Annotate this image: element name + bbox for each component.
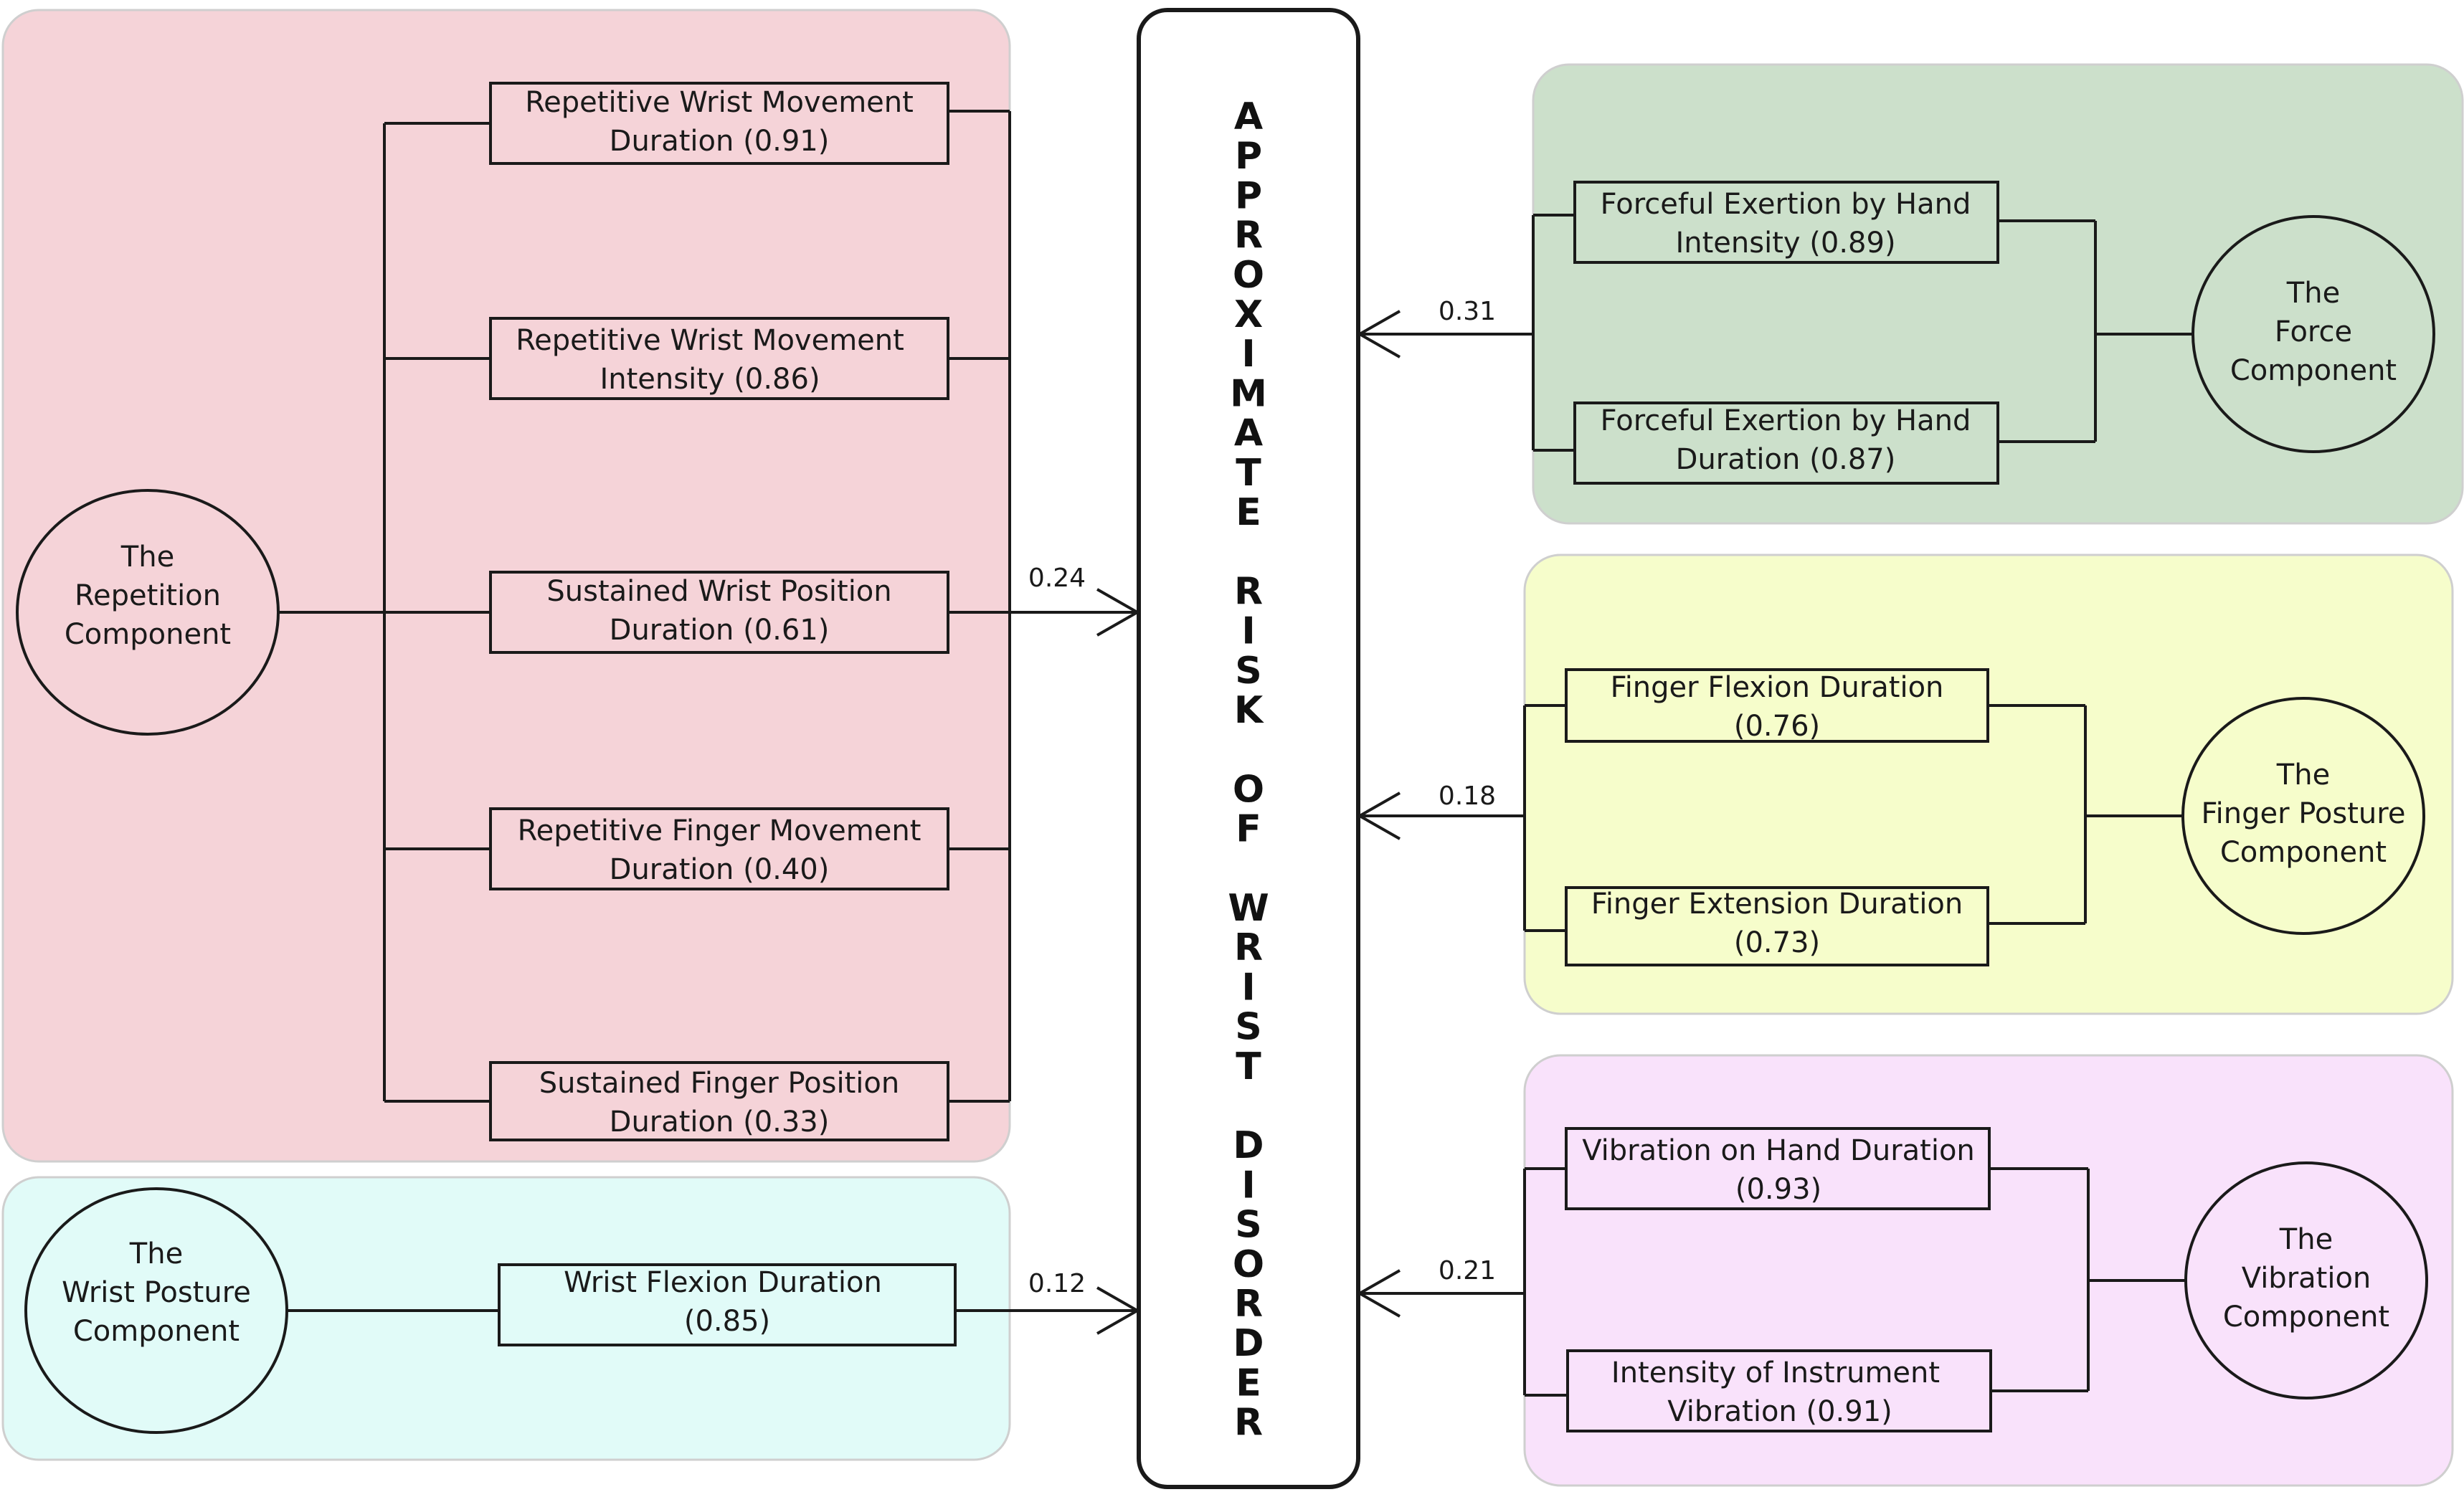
factor-box [489,82,949,165]
risk-title-letter: D [1233,1124,1264,1167]
risk-title-letter: D [1233,1322,1264,1365]
risk-title-letter: I [1241,333,1255,376]
factor-box [1573,401,1999,485]
finger-posture-component-label-1: The [2276,759,2330,792]
factor-label: (0.93) [1735,1173,1821,1206]
factor-box [1573,181,1999,264]
factor-label: Duration (0.87) [1676,443,1896,476]
factor-label: Duration (0.33) [610,1106,830,1139]
factor-box [489,317,949,400]
factor-label: Intensity (0.86) [600,363,820,396]
risk-title-letter: R [1234,1283,1263,1326]
risk-title-letter: I [1241,610,1255,653]
risk-title-letter: O [1233,1243,1264,1286]
factor-box [1565,1127,1991,1210]
finger-posture-component-circle [2181,697,2425,935]
vibration-component-label-1: The [2279,1223,2333,1256]
risk-title-letter: K [1234,689,1264,732]
wrist-posture-connectors [287,1286,1141,1335]
factor-box [489,571,949,654]
factor-box [1565,886,1989,966]
risk-title-letter: F [1236,808,1261,851]
factor-label: Duration (0.91) [610,125,830,158]
risk-title-letter: R [1234,570,1263,613]
factor-label: Sustained Finger Position [539,1067,899,1100]
vibration-component-label-2: Vibration [2242,1262,2371,1295]
vibration-connectors [1356,1167,2186,1397]
risk-title-letter: P [1235,135,1262,178]
finger-posture-component-label-2: Finger Posture [2202,797,2406,830]
force-component-label-3: Component [2230,354,2397,387]
factor-box [489,1061,949,1141]
wrist-posture-component-circle [24,1187,288,1434]
factor-label: Finger Flexion Duration [1611,671,1944,704]
risk-title-letter: M [1230,372,1267,415]
factor-label: Repetitive Wrist Movement [525,86,914,119]
wrist-posture-weight: 0.12 [1028,1269,1086,1298]
risk-title-letter: E [1236,491,1261,534]
factor-label: Vibration (0.91) [1667,1395,1892,1428]
factor-label: Duration (0.61) [610,614,830,647]
risk-title-letter: I [1241,1164,1255,1207]
finger-posture-weight: 0.18 [1439,781,1496,811]
risk-title-letter: S [1235,1006,1261,1049]
factor-label: Forceful Exertion by Hand [1601,404,1971,437]
factor-label: Finger Extension Duration [1591,888,1963,921]
risk-title-letter: W [1228,887,1269,930]
factor-label: Vibration on Hand Duration [1582,1134,1975,1167]
factor-label: Forceful Exertion by Hand [1601,188,1971,221]
factor-label: Intensity (0.89) [1675,227,1895,260]
factor-label: Wrist Flexion Duration [564,1266,882,1299]
repetition-component-label-2: Repetition [75,579,221,612]
risk-title-letter: E [1236,1361,1261,1405]
risk-title-letter: A [1234,95,1263,138]
factor-label: Intensity of Instrument [1611,1356,1940,1389]
factor-label: (0.76) [1734,710,1820,743]
factor-box [498,1263,957,1346]
risk-title-letter: A [1234,412,1263,455]
factor-label: Repetitive Finger Movement [518,814,921,847]
risk-title-letter: R [1234,1402,1263,1445]
repetition-component-circle [16,489,280,736]
risk-output-box [1137,8,1360,1489]
factor-box [1566,1349,1992,1432]
vibration-component-circle [2184,1161,2428,1399]
factor-box [489,807,949,890]
risk-title-letter: X [1234,293,1263,336]
force-component-label-2: Force [2275,315,2352,348]
risk-title-letter: O [1233,768,1264,811]
finger-posture-component-label-3: Component [2220,836,2387,869]
repetition-weight: 0.24 [1028,564,1086,593]
repetition-connectors [278,110,1141,1103]
factor-box [1565,668,1989,743]
repetition-component-label-3: Component [65,618,231,651]
risk-title-letter: T [1236,452,1261,495]
risk-title-letter: T [1236,1045,1261,1088]
wrist-posture-component-label-3: Component [73,1315,240,1348]
factor-label: Sustained Wrist Position [546,575,891,608]
wrist-posture-component-label-2: Wrist Posture [62,1276,251,1309]
vibration-component-label-3: Component [2223,1301,2389,1334]
force-weight: 0.31 [1439,297,1496,326]
risk-title-letter: R [1234,214,1263,257]
risk-title-letter: R [1234,926,1263,969]
factor-label: Repetitive Wrist Movement [516,324,904,357]
risk-title-letter: S [1235,1204,1261,1247]
vibration-weight: 0.21 [1439,1256,1496,1285]
force-connectors [1356,214,2193,452]
wrist-posture-component-label-1: The [129,1237,183,1270]
risk-title-letter: I [1241,966,1255,1009]
finger-posture-connectors [1356,704,2183,932]
factor-label: (0.73) [1734,926,1820,959]
risk-title-letter: P [1235,174,1262,217]
force-component-label-1: The [2286,277,2340,310]
repetition-component-label-1: The [120,541,174,574]
force-component-circle [2191,215,2435,453]
factor-label: Duration (0.40) [610,853,830,886]
risk-title-letter: O [1233,254,1264,297]
factor-label: (0.85) [684,1305,770,1338]
risk-title-letter: S [1235,650,1261,693]
